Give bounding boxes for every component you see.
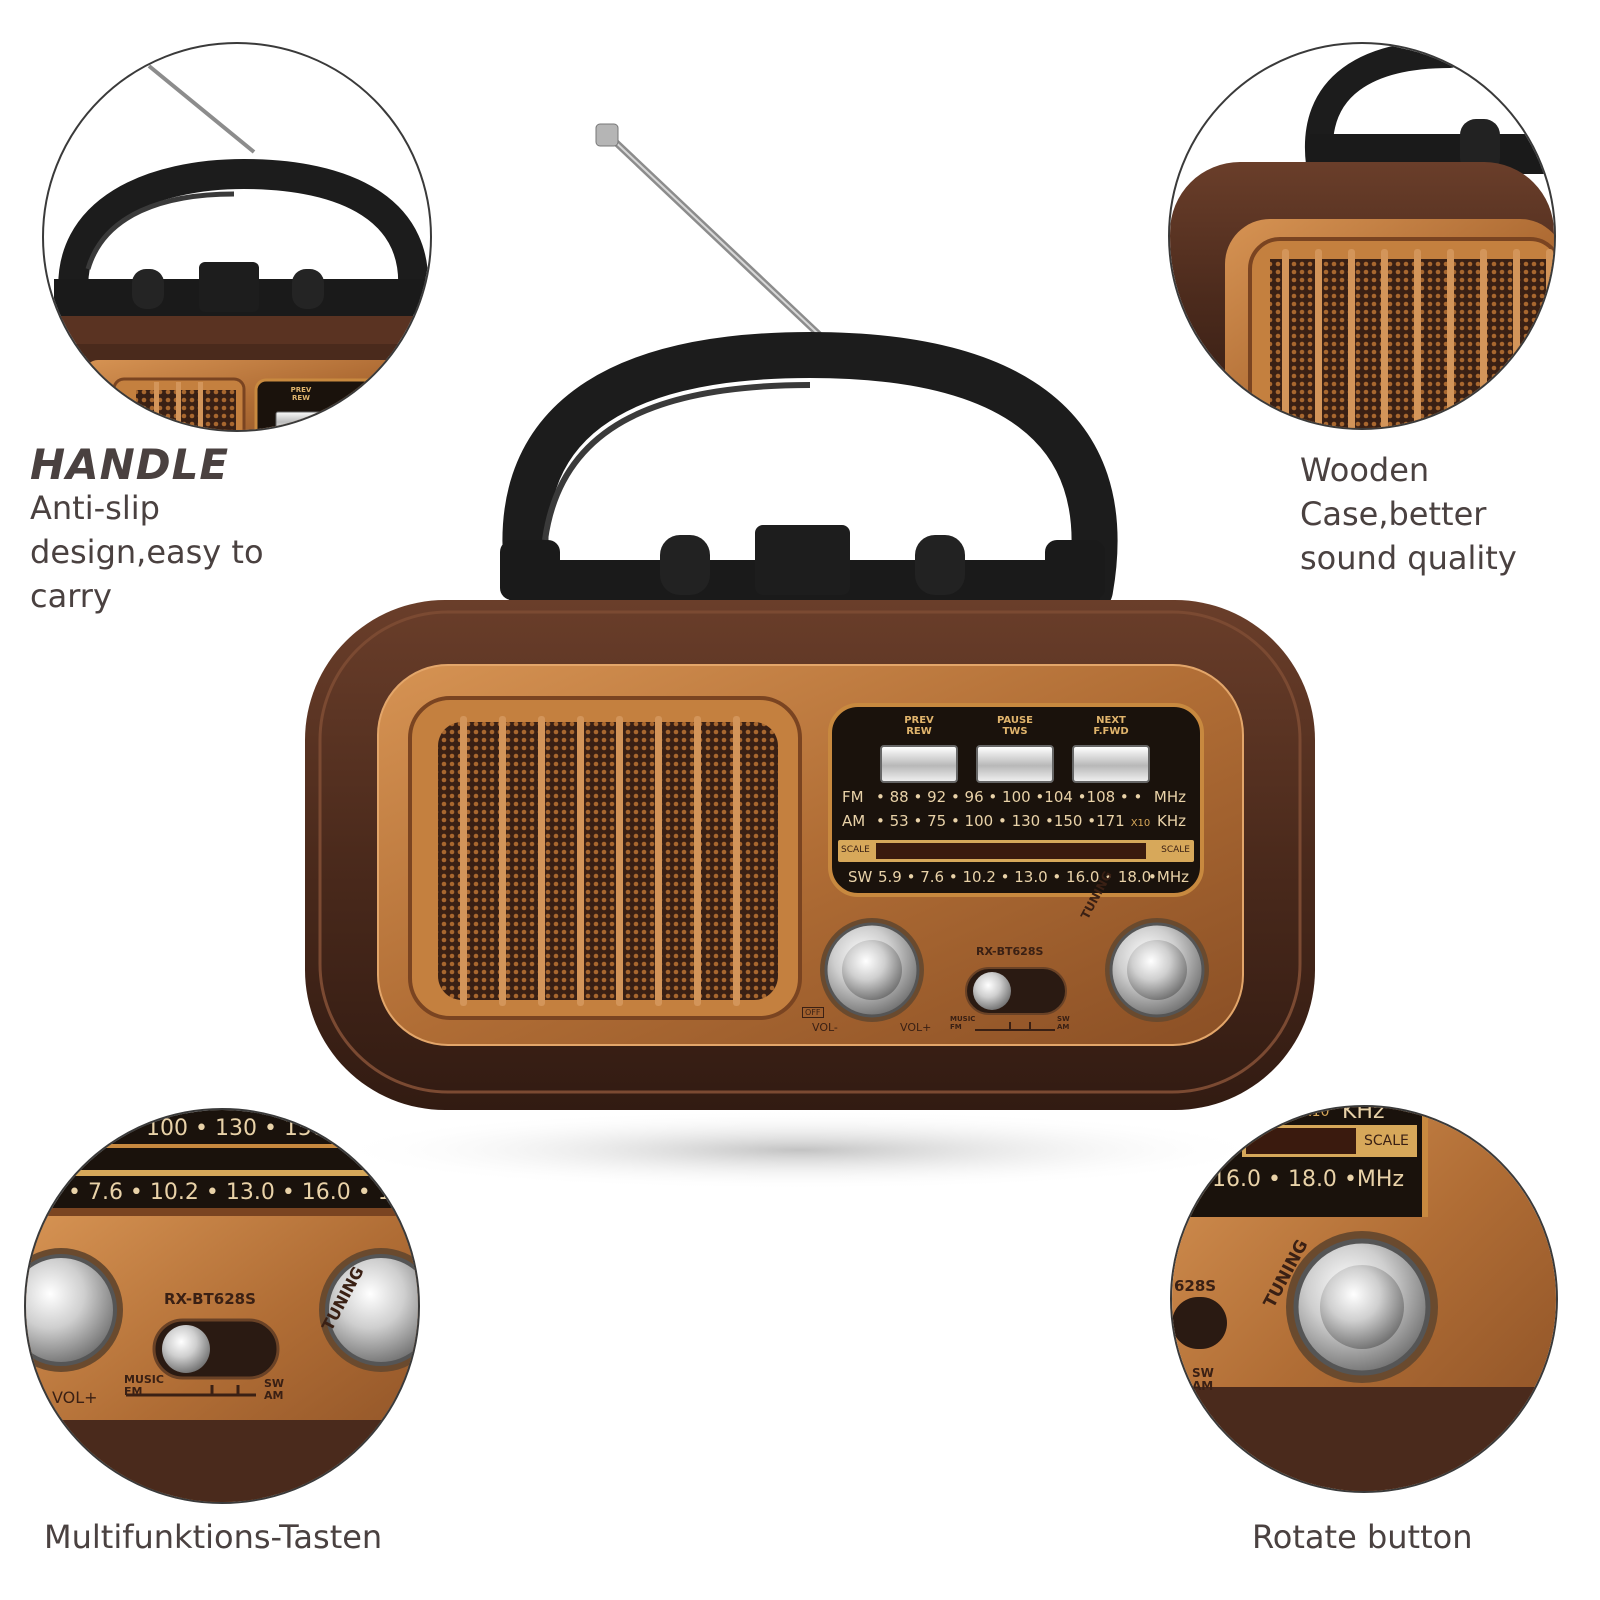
buttons-callout: 100 • 130 • 150 .9 • 7.6 • 10.2 • 13.0 •… bbox=[24, 1108, 420, 1504]
grille-bar bbox=[460, 716, 467, 1006]
off-label: OFF bbox=[802, 1007, 824, 1018]
rotate-caption: Rotate button bbox=[1252, 1518, 1473, 1556]
zoom-bl-vol-plus: VOL+ bbox=[52, 1388, 98, 1407]
zoom-br-model: 628S bbox=[1174, 1277, 1217, 1295]
radio-shadow bbox=[330, 1110, 1270, 1190]
grille-bar bbox=[1381, 249, 1388, 428]
prev-button[interactable] bbox=[880, 745, 958, 783]
zoom-bl-model: RX-BT628S bbox=[164, 1290, 256, 1308]
vol-minus-label: VOL- bbox=[812, 1021, 838, 1034]
grille-bars bbox=[460, 716, 740, 1006]
grille-bar bbox=[655, 716, 662, 1006]
model-label: RX-BT628S bbox=[976, 945, 1044, 958]
speaker-grille bbox=[438, 722, 778, 1000]
grille-bar bbox=[499, 716, 506, 1006]
pause-button[interactable] bbox=[976, 745, 1054, 783]
vol-plus-label: VOL+ bbox=[900, 1021, 932, 1034]
band-switch[interactable] bbox=[965, 967, 1067, 1015]
grille-bar bbox=[577, 716, 584, 1006]
buttons-caption: Multifunktions-Tasten bbox=[44, 1518, 383, 1556]
zoom-bl-top-values: 100 • 130 • 150 bbox=[146, 1116, 326, 1141]
zoom-br-scale: SCALE bbox=[1364, 1133, 1409, 1149]
grille-bar bbox=[694, 716, 701, 1006]
wood-callout bbox=[1168, 42, 1556, 430]
antenna-tip bbox=[595, 123, 619, 147]
handle[interactable] bbox=[500, 331, 1118, 613]
rotate-callout: X10 KHz SCALE 16.0 • 18.0 •MHz 628S TUNI… bbox=[1170, 1105, 1558, 1493]
grille-bar bbox=[1315, 249, 1322, 428]
zoom-br-khz: KHz bbox=[1342, 1105, 1385, 1124]
grille-bar bbox=[616, 716, 623, 1006]
next-button[interactable] bbox=[1072, 745, 1150, 783]
grille-bar bbox=[1414, 249, 1421, 428]
zoom-bl-sw-values: .9 • 7.6 • 10.2 • 13.0 • 16.0 • 18.0 bbox=[40, 1180, 420, 1205]
scale-bar: SCALE SCALE bbox=[838, 840, 1194, 862]
volume-knob[interactable] bbox=[820, 918, 924, 1022]
grille-bar bbox=[733, 716, 740, 1006]
fm-scale: FM• 88 • 92 • 96 • 100 •104 •108 • •MHz bbox=[842, 788, 1186, 806]
grille-bar bbox=[538, 716, 545, 1006]
handle-title: HANDLE bbox=[30, 440, 230, 489]
zoom-br-mult: X10 bbox=[1302, 1105, 1330, 1120]
zoom-br-sw-values: 16.0 • 18.0 •MHz bbox=[1212, 1167, 1404, 1192]
grille-bar bbox=[1348, 249, 1355, 428]
grille-bar bbox=[1447, 249, 1454, 428]
wood-description: Wooden Case,better sound quality bbox=[1300, 451, 1517, 577]
handle-description: Anti-slip design,easy to carry bbox=[30, 489, 264, 615]
grille-bar bbox=[1282, 249, 1289, 428]
tuning-knob[interactable] bbox=[1105, 918, 1209, 1022]
